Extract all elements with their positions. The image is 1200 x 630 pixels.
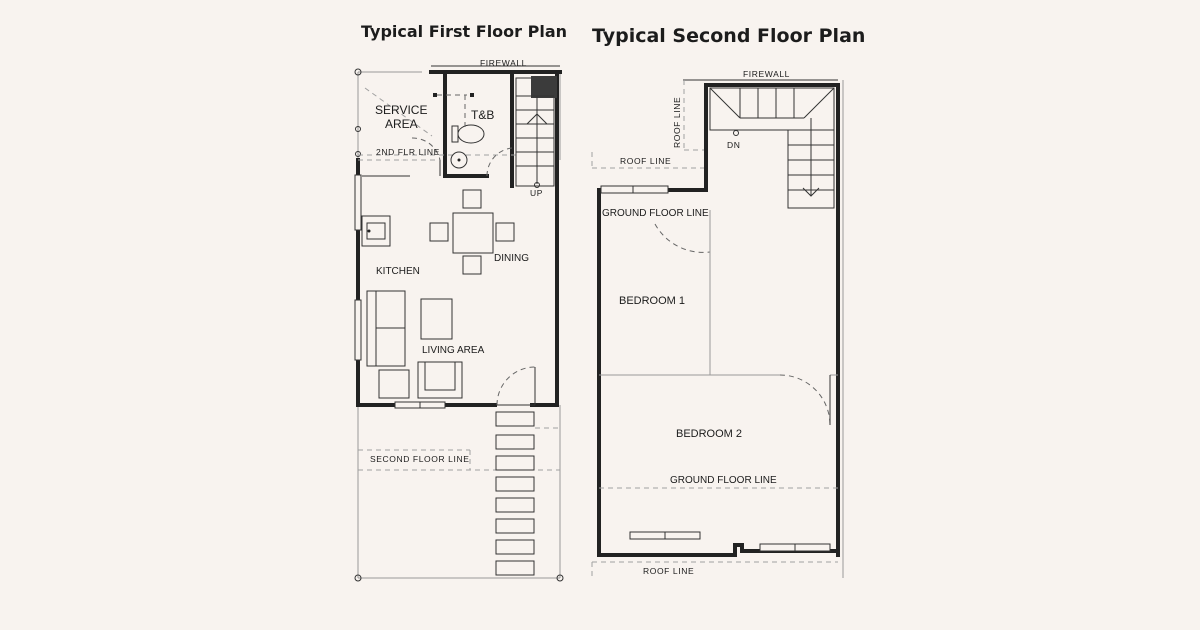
second-floor-plan: FIREWALL ROOF LINE ROOF LINE	[591, 69, 844, 578]
dining-label: DINING	[494, 253, 529, 264]
tandb-label: T&B	[471, 108, 494, 122]
firewall-label-second: FIREWALL	[743, 69, 790, 79]
stair-void	[531, 76, 557, 98]
entry-steps	[495, 411, 535, 576]
kitchen-label: KITCHEN	[376, 266, 420, 277]
service-area: SERVICE AREA 2ND FLR LINE	[375, 93, 474, 161]
roof-line-top: ROOF LINE	[591, 152, 706, 169]
dining-table-icon	[452, 212, 494, 254]
dining-chair-icon	[495, 222, 515, 242]
living-area-label: LIVING AREA	[422, 345, 485, 356]
toilet-icon	[457, 124, 485, 144]
entry-door	[496, 366, 536, 406]
exterior-walls-first	[354, 70, 559, 409]
stairs-first: UP	[515, 76, 557, 198]
bedroom-partitions	[599, 210, 838, 426]
roof-line-vertical-label: ROOF LINE	[672, 97, 682, 148]
second-flr-line-label: 2ND FLR LINE	[376, 147, 440, 157]
service-area-label-line2: AREA	[385, 117, 418, 131]
armchair-icon	[378, 369, 410, 399]
firewall-second: FIREWALL	[683, 69, 840, 87]
service-area-label-line1: SERVICE	[375, 103, 427, 117]
second-floor-line-label: SECOND FLOOR LINE	[370, 454, 469, 464]
stairs-second: DN	[709, 87, 835, 209]
first-floor-plan: FIREWALL	[354, 58, 564, 582]
roof-line-top-label: ROOF LINE	[620, 156, 671, 166]
second-floor-lines-first	[358, 87, 560, 471]
kitchen: KITCHEN	[361, 215, 420, 277]
firewall-first: FIREWALL	[429, 58, 562, 74]
second-floor-plan-title: Typical Second Floor Plan	[592, 25, 866, 47]
coffee-table-icon	[420, 298, 453, 340]
firewall-label: FIREWALL	[480, 58, 527, 68]
ground-floor-line-top: GROUND FLOOR LINE	[602, 208, 711, 253]
living-area: LIVING AREA	[366, 290, 485, 399]
exterior-walls-second	[597, 83, 840, 557]
dining-chair-icon	[462, 189, 482, 209]
roof-line-bottom-label: ROOF LINE	[643, 566, 694, 576]
bedroom1-label: BEDROOM 1	[619, 295, 685, 307]
bedroom2-label: BEDROOM 2	[676, 428, 742, 440]
toilet-and-bath: T&B	[450, 95, 513, 177]
lot-boundary	[354, 68, 564, 582]
stair-up-label: UP	[530, 188, 543, 198]
ground-floor-line-bottom-label: GROUND FLOOR LINE	[670, 475, 777, 486]
dining-chair-icon	[462, 255, 482, 275]
stair-down-label: DN	[727, 140, 740, 150]
ground-floor-line-top-label: GROUND FLOOR LINE	[602, 208, 709, 219]
dining: DINING	[429, 189, 529, 275]
first-floor-plan-title: Typical First Floor Plan	[361, 22, 568, 41]
roof-line-bottom: ROOF LINE	[591, 80, 844, 578]
ground-floor-line-bottom: GROUND FLOOR LINE	[599, 475, 838, 489]
dining-chair-icon	[429, 222, 449, 242]
roof-line-vertical: ROOF LINE	[672, 80, 706, 151]
